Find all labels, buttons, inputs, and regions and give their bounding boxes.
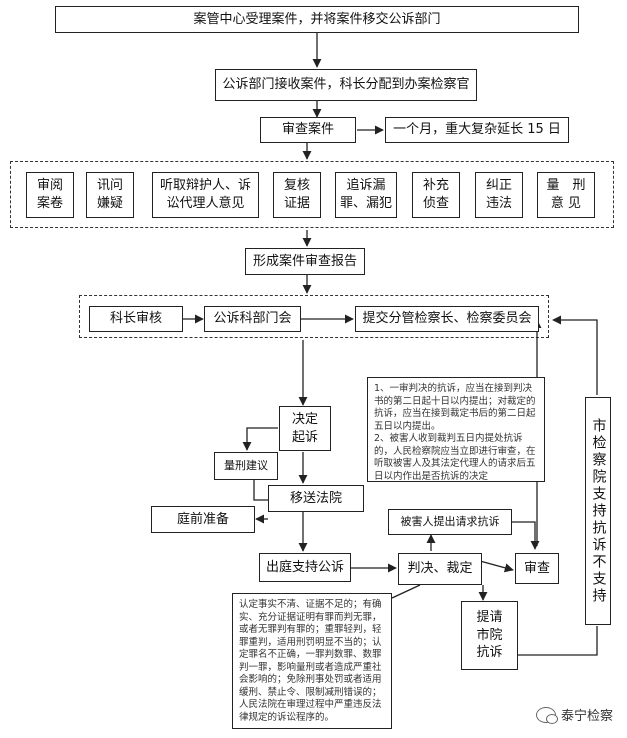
- task-recheck-evidence: 复核 证据: [273, 172, 321, 218]
- line-request-to-city: [518, 626, 598, 656]
- step-sentencing-proposal: 量刑建议: [214, 452, 278, 480]
- arrow-decide-to-sentencing: [242, 427, 278, 451]
- watermark-text: 泰宁检察: [560, 709, 613, 724]
- line-judgment-to-grounds: [391, 584, 421, 599]
- step-department-meeting: 公诉科部门会: [204, 306, 301, 332]
- approval-group-frame: [79, 295, 549, 338]
- arrow-victim-to-examine: [512, 521, 540, 550]
- step-victim-request-protest: 被害人提出请求抗诉: [388, 509, 512, 535]
- step-review-case: 审查案件: [260, 117, 356, 143]
- step-judgment-ruling: 判决、裁定: [398, 553, 482, 585]
- step-receive-case: 公诉部门接收案件，科长分配到办案检察官: [215, 69, 477, 101]
- task-interrogate-suspect: 讯问 嫌疑: [86, 172, 134, 218]
- arrow-city-to-committee: [552, 315, 598, 395]
- task-pursue-omissions: 追诉漏 罪、漏犯: [335, 172, 397, 218]
- step-decide-prosecute: 决定 起诉: [279, 406, 331, 451]
- task-supplementary-investigation: 补充 侦查: [412, 172, 460, 218]
- step-section-chief-review: 科长审核: [89, 306, 183, 332]
- step-city-procuratorate-support: 市检察院支持抗诉不支持: [585, 397, 611, 625]
- task-sentencing-opinion: 量 刑 意 见: [537, 172, 595, 218]
- note-protest-rules: 1、一审判决的抗诉，应当在接到判决书的第二日起十日以内提出；对裁定的抗诉，应当在…: [367, 377, 545, 482]
- step-appear-court: 出庭支持公诉: [259, 553, 351, 582]
- watermark: 泰宁检察: [535, 705, 613, 724]
- step-transfer-court: 移送法院: [268, 485, 364, 512]
- task-read-files: 审阅 案卷: [26, 172, 74, 218]
- step-pretrial-prep: 庭前准备: [151, 506, 255, 533]
- step-accept-case: 案管中心受理案件，并将案件移交公诉部门: [55, 6, 579, 33]
- tasks-group-frame: [10, 161, 614, 228]
- task-hear-defense-opinions: 听取辩护人、诉 讼代理人意见: [152, 172, 259, 218]
- step-review-report: 形成案件审查报告: [245, 248, 365, 275]
- step-request-city-protest: 提请 市院 抗诉: [461, 601, 518, 670]
- task-correct-violations: 纠正 违法: [475, 172, 523, 218]
- step-examine: 审查: [515, 553, 559, 584]
- step-deadline: 一个月，重大复杂延长 15 日: [385, 117, 569, 143]
- wechat-icon: [535, 706, 558, 724]
- line-sentencing-to-transfer: [253, 480, 268, 501]
- note-protest-grounds: 认定事实不清、证据不足的；有确实、充分证据证明有罪而判无罪，或者无罪判有罪的；重…: [232, 593, 392, 729]
- arrow-judgment-to-examine: [479, 560, 514, 573]
- step-committee: 提交分管检察长、检察委员会: [355, 306, 539, 332]
